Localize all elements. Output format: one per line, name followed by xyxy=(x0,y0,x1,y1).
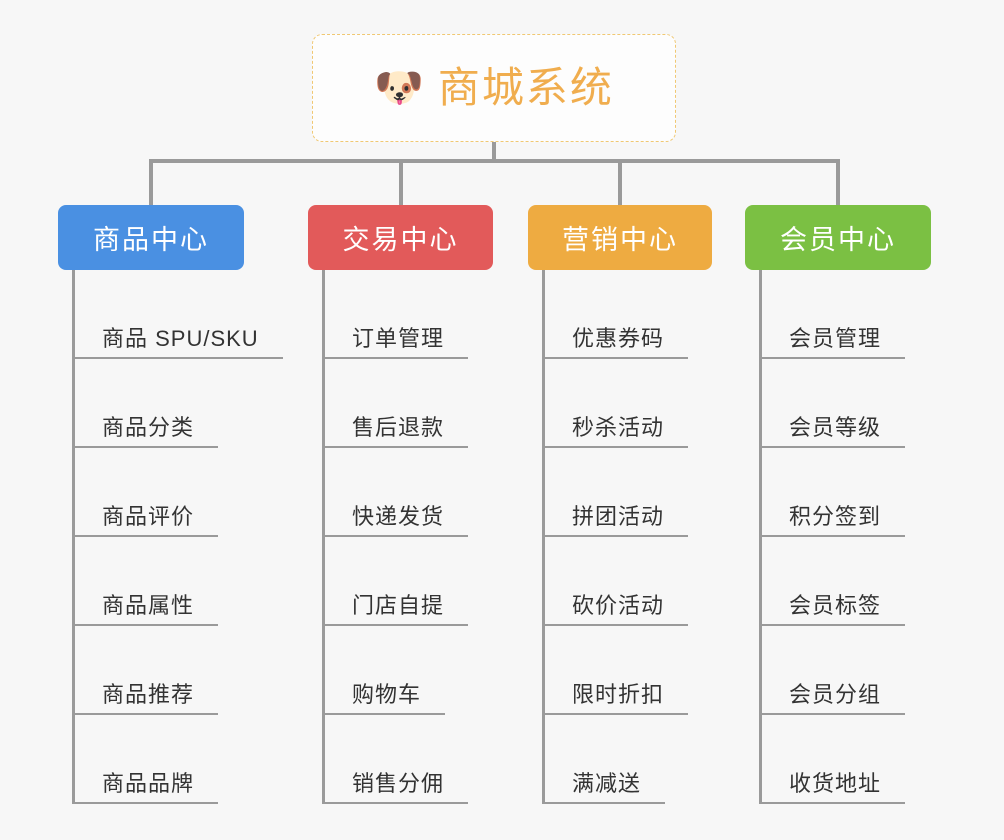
leaf-item-label: 会员分组 xyxy=(789,681,882,707)
leaf-item-label: 销售分佣 xyxy=(352,770,445,796)
branch-header-product-center[interactable]: 商品中心 xyxy=(58,205,244,270)
leaf-item-label: 收货地址 xyxy=(789,770,882,796)
branch-drop-connector-3 xyxy=(618,159,622,206)
leaf-item[interactable]: 会员等级 xyxy=(759,359,1004,448)
leaf-item[interactable]: 商品分类 xyxy=(72,359,402,448)
leaf-item-label: 秒杀活动 xyxy=(572,414,665,440)
leaf-item-label: 优惠券码 xyxy=(572,325,665,351)
leaf-item[interactable]: 商品推荐 xyxy=(72,626,402,715)
branch-leaf-list: 优惠券码 秒杀活动 拼团活动 砍价活动 限时折扣 满减送 xyxy=(542,270,872,804)
branch-product-center: 商品中心 商品 SPU/SKU 商品分类 商品评价 商品属性 商品推荐 商品品牌 xyxy=(58,205,283,804)
leaf-item[interactable]: 限时折扣 xyxy=(542,626,872,715)
branch-header-marketing-center[interactable]: 营销中心 xyxy=(528,205,712,270)
leaf-item[interactable]: 售后退款 xyxy=(322,359,652,448)
leaf-item[interactable]: 商品 SPU/SKU xyxy=(72,270,402,359)
leaf-item-label: 会员标签 xyxy=(789,592,882,618)
branch-header-label: 会员中心 xyxy=(780,225,896,255)
branch-header-trade-center[interactable]: 交易中心 xyxy=(308,205,493,270)
leaf-item-label: 砍价活动 xyxy=(572,592,665,618)
leaf-item[interactable]: 收货地址 xyxy=(759,715,1004,804)
leaf-item[interactable]: 会员管理 xyxy=(759,270,1004,359)
branch-spine xyxy=(759,270,762,804)
branch-header-label: 交易中心 xyxy=(342,225,459,255)
leaf-item[interactable]: 优惠券码 xyxy=(542,270,872,359)
leaf-item[interactable]: 快递发货 xyxy=(322,448,652,537)
leaf-item-label: 购物车 xyxy=(352,681,422,707)
leaf-item-label: 商品分类 xyxy=(102,414,195,440)
branch-spine xyxy=(322,270,325,804)
leaf-item[interactable]: 门店自提 xyxy=(322,537,652,626)
leaf-item-label: 商品品牌 xyxy=(102,770,195,796)
leaf-item-label: 门店自提 xyxy=(352,592,445,618)
leaf-item-label: 商品评价 xyxy=(102,503,195,529)
horizontal-bus-connector xyxy=(149,159,840,163)
leaf-item-label: 满减送 xyxy=(572,770,642,796)
leaf-item-label: 积分签到 xyxy=(789,503,882,529)
leaf-item-label: 会员管理 xyxy=(789,325,882,351)
leaf-item-label: 拼团活动 xyxy=(572,503,665,529)
root-node[interactable]: 🐶 商城系统 xyxy=(312,34,676,142)
leaf-item-label: 订单管理 xyxy=(352,325,445,351)
branch-member-center: 会员中心 会员管理 会员等级 积分签到 会员标签 会员分组 收货地址 xyxy=(745,205,931,804)
leaf-item-label: 会员等级 xyxy=(789,414,882,440)
shiba-dog-emoji: 🐶 xyxy=(374,66,424,110)
branch-drop-connector-4 xyxy=(836,159,840,206)
branch-spine xyxy=(542,270,545,804)
leaf-item[interactable]: 满减送 xyxy=(542,715,872,804)
leaf-item[interactable]: 商品品牌 xyxy=(72,715,402,804)
leaf-item[interactable]: 积分签到 xyxy=(759,448,1004,537)
branch-header-label: 商品中心 xyxy=(93,225,209,255)
page-title: 商城系统 xyxy=(437,64,614,111)
leaf-item-label: 商品 SPU/SKU xyxy=(102,325,259,351)
leaf-item[interactable]: 秒杀活动 xyxy=(542,359,872,448)
leaf-item[interactable]: 拼团活动 xyxy=(542,448,872,537)
leaf-item[interactable]: 商品属性 xyxy=(72,537,402,626)
branch-leaf-list: 订单管理 售后退款 快递发货 门店自提 购物车 销售分佣 xyxy=(322,270,652,804)
leaf-item-label: 限时折扣 xyxy=(572,681,665,707)
branch-leaf-list: 会员管理 会员等级 积分签到 会员标签 会员分组 收货地址 xyxy=(759,270,1004,804)
branch-drop-connector-1 xyxy=(149,159,153,206)
leaf-item[interactable]: 商品评价 xyxy=(72,448,402,537)
branch-marketing-center: 营销中心 优惠券码 秒杀活动 拼团活动 砍价活动 限时折扣 满减送 xyxy=(528,205,712,804)
branch-header-member-center[interactable]: 会员中心 xyxy=(745,205,931,270)
branch-spine xyxy=(72,270,75,804)
leaf-item[interactable]: 砍价活动 xyxy=(542,537,872,626)
branch-header-label: 营销中心 xyxy=(562,225,678,255)
leaf-item[interactable]: 销售分佣 xyxy=(322,715,652,804)
leaf-item-label: 商品属性 xyxy=(102,592,195,618)
leaf-item-label: 快递发货 xyxy=(352,503,445,529)
leaf-item-label: 售后退款 xyxy=(352,414,445,440)
leaf-item[interactable]: 购物车 xyxy=(322,626,652,715)
leaf-item[interactable]: 会员分组 xyxy=(759,626,1004,715)
leaf-item[interactable]: 会员标签 xyxy=(759,537,1004,626)
branch-trade-center: 交易中心 订单管理 售后退款 快递发货 门店自提 购物车 销售分佣 xyxy=(308,205,493,804)
branch-drop-connector-2 xyxy=(399,159,403,206)
leaf-item-label: 商品推荐 xyxy=(102,681,195,707)
branch-leaf-list: 商品 SPU/SKU 商品分类 商品评价 商品属性 商品推荐 商品品牌 xyxy=(72,270,402,804)
leaf-item[interactable]: 订单管理 xyxy=(322,270,652,359)
root-stem-connector xyxy=(492,142,496,163)
